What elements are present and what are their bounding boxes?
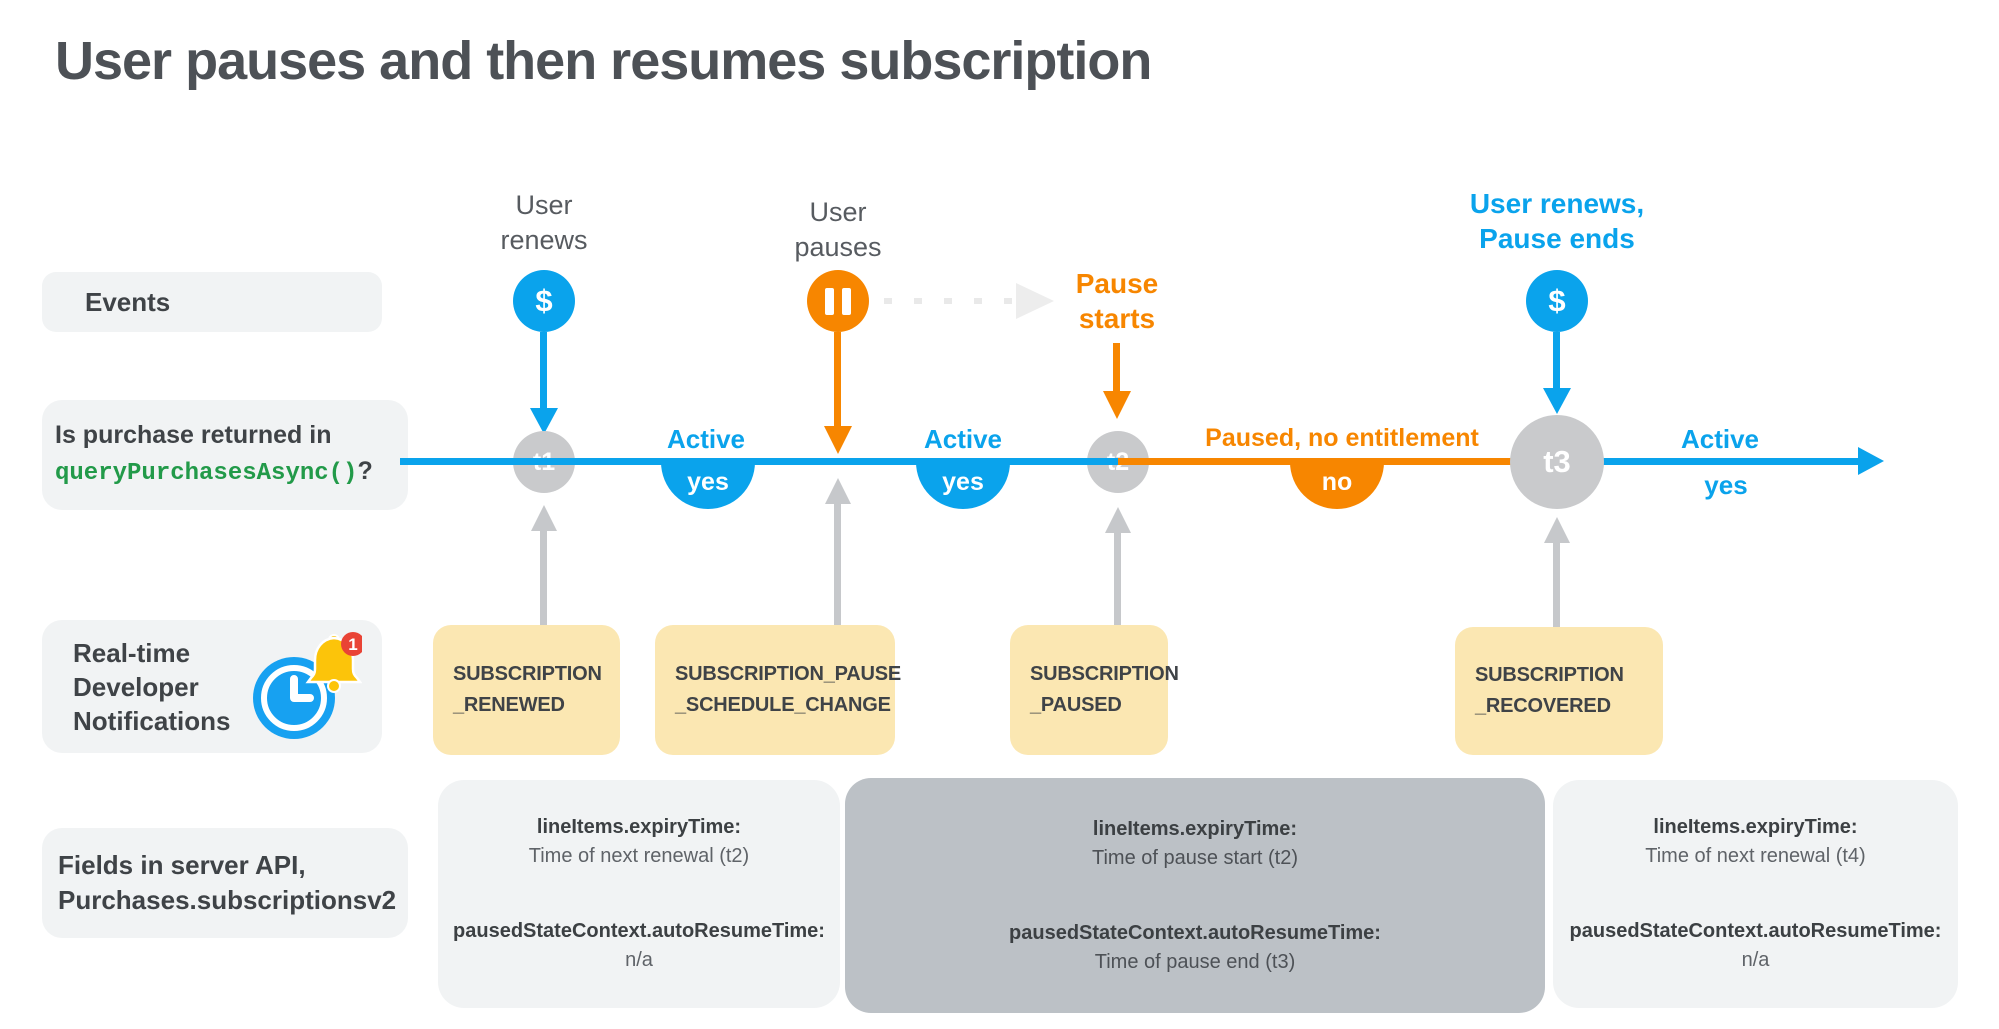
- renew1-arrow-shaft: [540, 332, 547, 408]
- rtdn-label-line2: Developer: [73, 671, 199, 702]
- notification-bell-icon: 1: [305, 632, 362, 693]
- rtdn-up-arrow-head-icon: [825, 478, 851, 504]
- notification-box-subscription-pause-schedule-change: SUBSCRIPTION_PAUSE _SCHEDULE_CHANGE: [655, 625, 901, 755]
- rtdn-up-arrow-shaft: [1114, 533, 1121, 627]
- rtdn-up-arrow-head-icon: [1105, 507, 1131, 533]
- field-group: lineItems.expiryTime: Time of next renew…: [528, 816, 750, 867]
- rtdn-label: Real-time Developer Notifications: [73, 636, 230, 738]
- status-active-1: Active: [666, 424, 746, 454]
- dollar-icon: $: [1526, 270, 1588, 332]
- dollar-icon: $: [513, 270, 575, 332]
- renew2-arrow-shaft: [1553, 332, 1560, 388]
- row-label-purchase-question: Is purchase returned in queryPurchasesAs…: [42, 400, 408, 510]
- pause-starts-label: Pause starts: [1075, 268, 1159, 334]
- timeline-segment-active-1: [400, 458, 1118, 465]
- server-fields-line1: Fields in server API,: [58, 850, 306, 880]
- query-purchases-async-code: queryPurchasesAsync(): [55, 459, 358, 487]
- pause-delay-dotted-line: [884, 298, 1014, 304]
- api-fields-box-2: lineItems.expiryTime: Time of pause star…: [845, 778, 1545, 1013]
- rtdn-up-arrow-head-icon: [531, 505, 557, 531]
- event-user-pauses-label: User pauses: [794, 197, 882, 262]
- server-fields-line2: Purchases.subscriptionsv2: [58, 885, 397, 915]
- row-label-events: Events: [42, 272, 382, 332]
- status-yes-badge-1: yes: [661, 462, 755, 509]
- status-active-2: Active: [923, 424, 1003, 454]
- pause-icon: [807, 270, 869, 332]
- timeline-arrowhead-icon: [1858, 447, 1884, 475]
- timeline-node-t3: t3: [1510, 415, 1604, 509]
- rtdn-up-arrow-shaft: [540, 531, 547, 627]
- pause-arrow-head-icon: [824, 426, 852, 454]
- renew1-arrow-head-icon: [530, 408, 558, 434]
- status-active-3: Active: [1680, 424, 1760, 454]
- event-user-renews-pause-ends-label: User renews, Pause ends: [1469, 188, 1645, 254]
- timeline-segment-active-2: [1557, 458, 1860, 465]
- status-paused-label: Paused, no entitlement: [1205, 424, 1479, 452]
- notification-box-subscription-paused: SUBSCRIPTION _PAUSED: [1010, 625, 1179, 755]
- purchase-question-line2: queryPurchasesAsync()?: [55, 453, 408, 493]
- rtdn-up-arrow-shaft: [1553, 543, 1560, 630]
- api-fields-box-3: lineItems.expiryTime: Time of next renew…: [1553, 780, 1958, 1008]
- status-no-badge: no: [1290, 462, 1384, 509]
- field-group: pausedStateContext.autoResumeTime: n/a: [453, 920, 825, 971]
- event-user-renews-label: User renews: [500, 190, 588, 255]
- rtdn-label-line3: Notifications: [73, 705, 231, 736]
- purchase-question-line1: Is purchase returned in: [55, 420, 332, 449]
- rtdn-up-arrow-head-icon: [1544, 517, 1570, 543]
- field-group: pausedStateContext.autoResumeTime: n/a: [1569, 920, 1942, 971]
- renew2-arrow-head-icon: [1543, 388, 1571, 414]
- row-label-server-fields: Fields in server API, Purchases.subscrip…: [42, 828, 408, 938]
- field-group: lineItems.expiryTime: Time of pause star…: [1092, 817, 1298, 869]
- pause-starts-arrow-head-icon: [1103, 391, 1131, 419]
- status-yes-label-3: yes: [1704, 470, 1748, 500]
- api-fields-box-1: lineItems.expiryTime: Time of next renew…: [438, 780, 840, 1008]
- timeline-segment-paused: [1118, 458, 1557, 465]
- pause-arrow-shaft: [834, 332, 841, 426]
- status-yes-badge-2: yes: [916, 462, 1010, 509]
- rtdn-clock-bell-icon: 1: [253, 632, 362, 739]
- pause-delay-arrow-head-icon: [1016, 283, 1054, 319]
- field-group: lineItems.expiryTime: Time of next renew…: [1645, 816, 1866, 867]
- question-mark: ?: [357, 456, 373, 485]
- notification-box-subscription-renewed: SUBSCRIPTION _RENEWED: [433, 625, 620, 755]
- notification-badge: [341, 632, 362, 656]
- pause-starts-arrow-shaft: [1113, 343, 1120, 391]
- field-group: pausedStateContext.autoResumeTime: Time …: [1009, 921, 1381, 973]
- notification-badge-count: 1: [348, 635, 357, 654]
- notification-box-subscription-recovered: SUBSCRIPTION _RECOVERED: [1455, 627, 1663, 755]
- rtdn-up-arrow-shaft: [834, 504, 841, 627]
- page-title: User pauses and then resumes subscriptio…: [55, 31, 1152, 91]
- rtdn-label-line1: Real-time: [73, 637, 191, 668]
